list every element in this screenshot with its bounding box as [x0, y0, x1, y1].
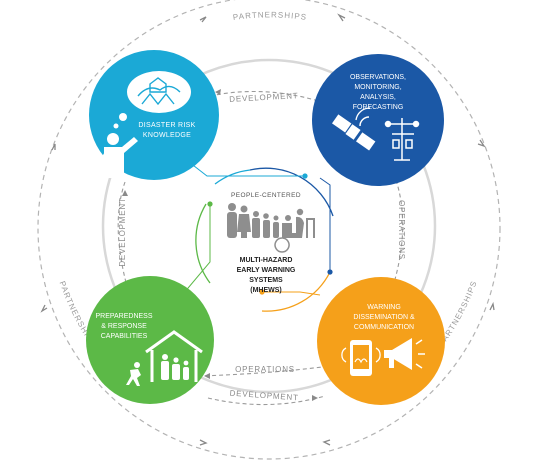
megaphone-icon — [384, 338, 425, 370]
center-title-line2: EARLY WARNING — [237, 267, 296, 274]
center-title-line3: SYSTEMS — [249, 277, 283, 284]
partnerships-top-label: PARTNERSHIPS — [232, 10, 307, 22]
link-label-operations-bottom: OPERATIONS — [235, 365, 295, 374]
monitoring-label-line3: ANALYSIS, — [360, 94, 396, 101]
connector-dot-blue — [327, 269, 333, 275]
warning-label-line3: COMMUNICATION — [354, 324, 414, 331]
smartphone-icon — [341, 340, 381, 376]
connector-dot-orange — [259, 289, 265, 295]
pillar-warning-dissemination: WARNING DISSEMINATION & COMMUNICATION — [317, 277, 445, 405]
link-label-development-top: DEVELOPMENT — [229, 91, 299, 104]
preparedness-label-line3: CAPABILITIES — [101, 333, 148, 340]
wheelchair-icon — [274, 237, 290, 253]
knowledge-label-line2: KNOWLEDGE — [143, 132, 191, 139]
warning-label-line1: WARNING — [367, 304, 401, 311]
shelter-house-icon — [145, 330, 203, 382]
weather-station-icon — [384, 118, 420, 161]
pillar-disaster-risk-knowledge: DISASTER RISK KNOWLEDGE — [89, 50, 219, 180]
satellite-icon — [332, 107, 376, 151]
running-person-icon — [126, 362, 141, 386]
center-arc-blue — [249, 167, 334, 217]
connector-dot-green — [207, 201, 213, 207]
people-centered-caption: PEOPLE-CENTERED — [231, 192, 301, 199]
center-arc-cyan — [214, 169, 251, 185]
knowledge-label-line1: DISASTER RISK — [138, 122, 195, 129]
preparedness-label-line1: PREPAREDNESS — [95, 313, 152, 320]
center-title-line4: (MHEWS) — [250, 287, 282, 294]
monitoring-label-line1: OBSERVATIONS, — [350, 74, 406, 81]
center-arc-green — [195, 203, 211, 284]
monitoring-label-line2: MONITORING, — [354, 84, 401, 91]
pillar-preparedness-response: PREPAREDNESS & RESPONSE CAPABILITIES — [86, 276, 214, 404]
warning-label-line2: DISSEMINATION & — [353, 314, 415, 321]
monitoring-label-line4: FORECASTING — [353, 104, 404, 111]
pillar-observations-monitoring: OBSERVATIONS, MONITORING, ANALYSIS, FORE… — [312, 54, 444, 186]
outer-ring-arrows — [40, 13, 495, 446]
preparedness-label-line2: & RESPONSE — [101, 323, 147, 330]
center-title-line1: MULTI-HAZARD — [240, 257, 293, 264]
family-icon — [161, 354, 189, 380]
inner-ring — [101, 58, 437, 394]
map-icon — [137, 77, 181, 106]
outer-partnerships-ring — [37, 0, 501, 460]
center-arc-orange — [261, 271, 331, 312]
link-label-operations-right: OPERATIONS — [397, 200, 406, 260]
people-icon — [227, 203, 315, 238]
link-label-development-left: DEVELOPMENT — [118, 197, 127, 266]
connector-dot-cyan — [302, 173, 308, 179]
thinking-person-icon — [100, 133, 138, 178]
